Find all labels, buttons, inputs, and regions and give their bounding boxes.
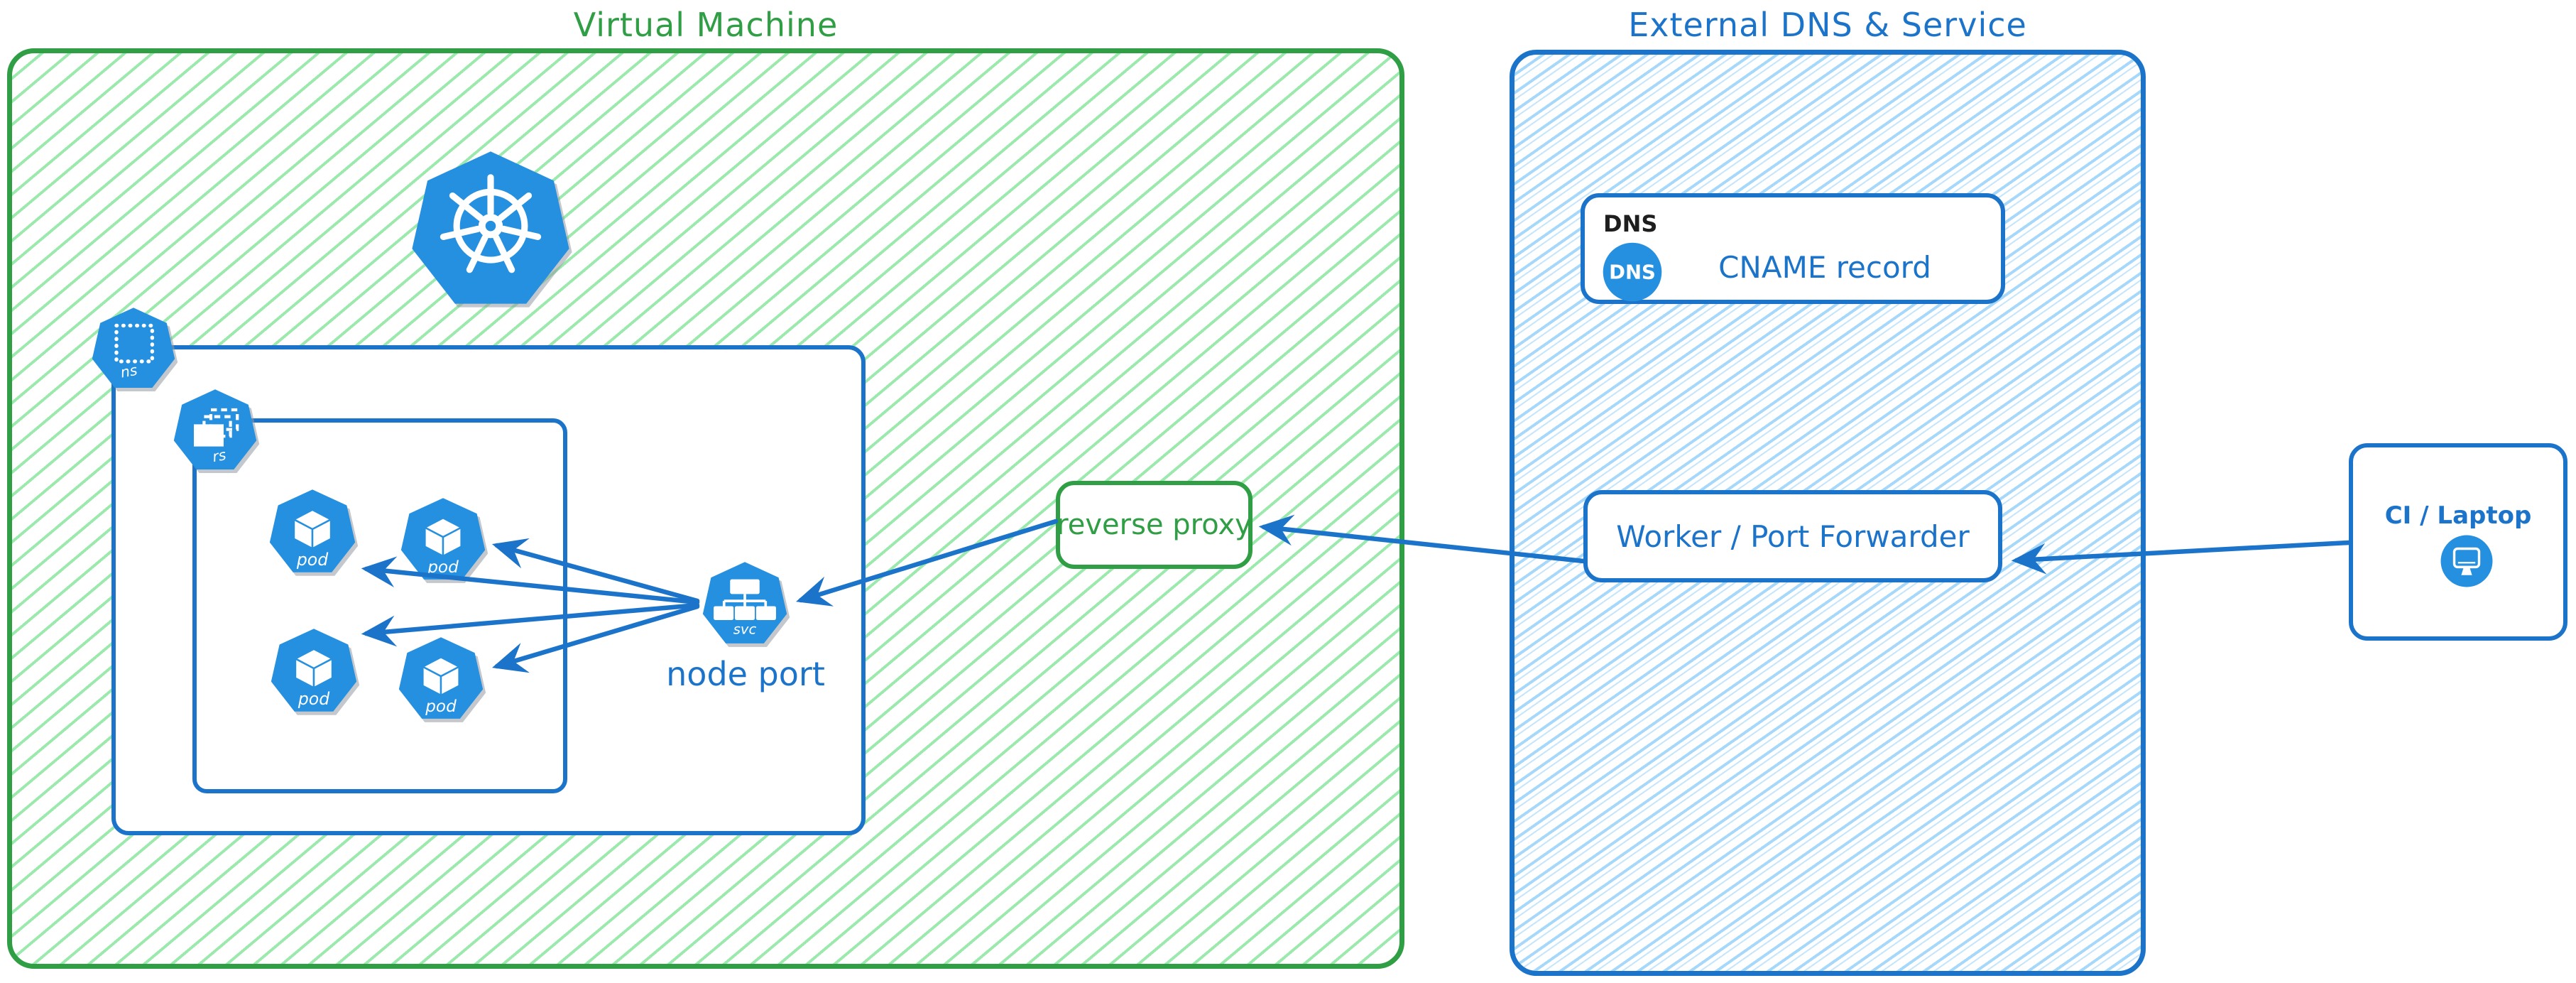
pod-icon-4[interactable]: pod xyxy=(398,636,484,723)
namespace-badge-label: ns xyxy=(119,362,139,381)
replicaset-icon[interactable]: rs xyxy=(173,389,258,474)
kubernetes-logo-icon[interactable] xyxy=(410,149,572,313)
reverse-proxy-label: reverse proxy xyxy=(1057,509,1252,541)
pod-icon-1[interactable]: pod xyxy=(268,489,356,577)
reverse-proxy-box[interactable]: reverse proxy xyxy=(1056,481,1252,569)
ci-laptop-label: CI / Laptop xyxy=(2384,501,2532,530)
service-icon[interactable]: svc xyxy=(702,561,788,648)
pod-label: pod xyxy=(298,689,330,709)
replicaset-box[interactable] xyxy=(192,418,567,793)
worker-box[interactable]: Worker / Port Forwarder xyxy=(1583,490,2002,582)
pod-icon-3[interactable]: pod xyxy=(270,628,358,716)
laptop-icon[interactable] xyxy=(2440,534,2494,588)
pod-label: pod xyxy=(427,558,459,577)
service-badge-label: svc xyxy=(733,621,757,637)
external-region-title: External DNS & Service xyxy=(1628,6,2027,44)
pod-label: pod xyxy=(296,550,329,570)
node-port-caption: node port xyxy=(666,655,825,693)
worker-label: Worker / Port Forwarder xyxy=(1616,518,1970,554)
cname-record-label: CNAME record xyxy=(1718,250,1931,285)
dns-icon[interactable]: DNS xyxy=(1602,241,1663,303)
pod-label: pod xyxy=(425,697,457,716)
dns-icon-label: DNS xyxy=(1609,261,1656,283)
vm-region-title: Virtual Machine xyxy=(573,6,839,44)
dns-tag-label: DNS xyxy=(1603,210,1658,237)
replicaset-badge-label: rs xyxy=(211,446,227,465)
pod-icon-2[interactable]: pod xyxy=(400,497,486,584)
namespace-icon[interactable]: ns xyxy=(91,307,176,392)
